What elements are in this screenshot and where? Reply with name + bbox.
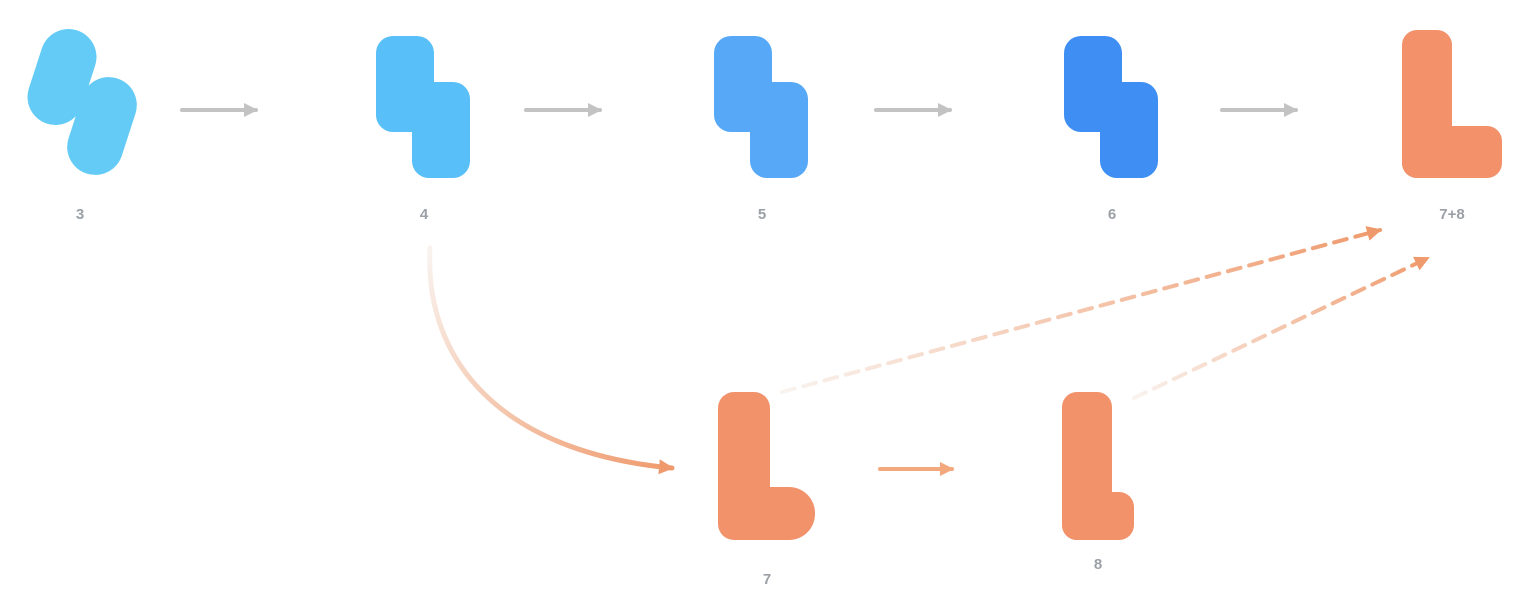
label-top-4: 6 [1108,206,1116,223]
shape-top-4 [1064,36,1158,178]
shape-bottom-2 [1062,392,1134,540]
shape-top-1-lower-lobe [67,77,137,175]
shape-top-4-lower-block [1100,82,1158,178]
arrow-dashed-bottom2-final [1132,256,1430,400]
shape-top-3-lower-block [750,82,808,178]
shape-top-1 [27,29,137,175]
arrow-branch-curved [427,245,675,475]
shape-top-5 [1402,30,1502,178]
shape-top-1-upper-lobe [27,29,97,125]
label-top-5: 7+8 [1439,206,1464,223]
arrow-dashed-bottom1-final [780,226,1382,394]
shape-top-2-lower-block [412,82,470,178]
shape-top-2 [376,36,470,178]
label-top-3: 5 [758,206,766,223]
shape-bottom-1 [718,392,815,540]
label-bottom-1: 7 [763,571,771,588]
label-top-1: 3 [76,206,84,223]
label-bottom-2: 8 [1094,556,1102,573]
shape-top-5-foot [1402,126,1502,178]
shape-bottom-1-round-foot [718,487,815,540]
shape-bottom-2-foot [1062,492,1134,540]
label-top-2: 4 [420,206,429,223]
shape-top-3 [714,36,808,178]
